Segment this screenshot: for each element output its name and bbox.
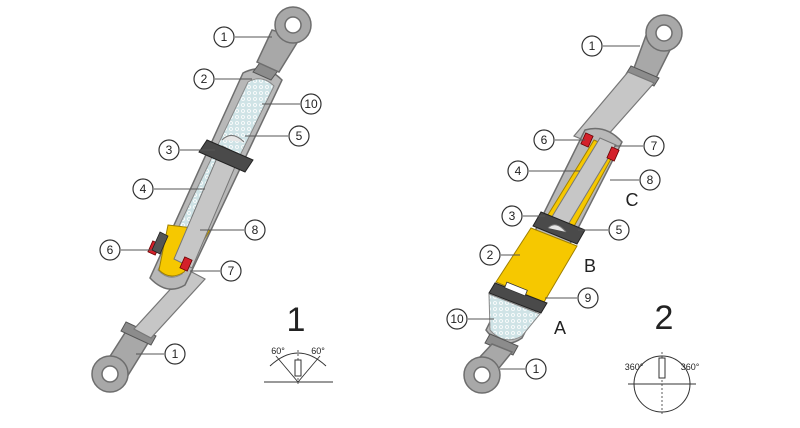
svg-text:4: 4 bbox=[140, 182, 147, 196]
svg-text:8: 8 bbox=[647, 173, 654, 187]
svg-text:7: 7 bbox=[228, 264, 235, 278]
callout-2-2: 2 bbox=[479, 244, 501, 266]
callout-4: 4 bbox=[132, 178, 154, 200]
figure-2-callouts: 1 6 7 4 8 C 3 5 2 B 9 10 A 1 bbox=[446, 35, 665, 380]
callout-2: 2 bbox=[193, 68, 215, 90]
figure-2-number: 2 bbox=[655, 299, 674, 337]
angle-360-right-label: 360° bbox=[681, 362, 700, 372]
svg-text:8: 8 bbox=[252, 223, 259, 237]
callout-2-3: 3 bbox=[501, 205, 523, 227]
callout-1-bottom: 1 bbox=[164, 343, 186, 365]
svg-text:6: 6 bbox=[107, 243, 114, 257]
svg-text:5: 5 bbox=[296, 129, 303, 143]
svg-text:6: 6 bbox=[541, 133, 548, 147]
callout-2-8: 8 bbox=[639, 169, 661, 191]
callout-2-4: 4 bbox=[507, 160, 529, 182]
callout-6: 6 bbox=[99, 239, 121, 261]
svg-text:5: 5 bbox=[616, 223, 623, 237]
svg-text:4: 4 bbox=[515, 164, 522, 178]
callout-7: 7 bbox=[220, 260, 242, 282]
mounting-angle-60-icon: 60° 60° bbox=[264, 346, 333, 384]
callout-2-9: 9 bbox=[577, 287, 599, 309]
zone-a-label: A bbox=[554, 318, 566, 338]
svg-text:1: 1 bbox=[533, 362, 540, 376]
angle-right-label: 60° bbox=[311, 346, 325, 356]
zone-c-label: C bbox=[626, 190, 639, 210]
mounting-angle-360-icon: 360° 360° bbox=[625, 352, 700, 416]
figure-1-spring bbox=[91, 6, 312, 393]
svg-text:2: 2 bbox=[487, 248, 494, 262]
figure-2-spring bbox=[463, 14, 683, 394]
bottom-eye-1 bbox=[91, 321, 157, 393]
svg-text:1: 1 bbox=[589, 39, 596, 53]
svg-text:10: 10 bbox=[450, 312, 464, 326]
svg-text:3: 3 bbox=[166, 143, 173, 157]
svg-text:10: 10 bbox=[304, 97, 318, 111]
figure-1-callouts: 1 2 10 5 3 4 8 6 7 1 bbox=[99, 26, 322, 365]
callout-3: 3 bbox=[158, 139, 180, 161]
svg-text:1: 1 bbox=[221, 30, 228, 44]
angle-left-label: 60° bbox=[271, 346, 285, 356]
callout-2-1-top: 1 bbox=[581, 35, 603, 57]
svg-text:7: 7 bbox=[651, 139, 658, 153]
svg-text:2: 2 bbox=[201, 72, 208, 86]
callout-2-7: 7 bbox=[643, 135, 665, 157]
cylinder-tube-2 bbox=[147, 68, 283, 290]
top-eye-1 bbox=[255, 6, 312, 73]
svg-text:3: 3 bbox=[509, 209, 516, 223]
zone-b-label: B bbox=[584, 256, 596, 276]
piston-rod-lower bbox=[133, 269, 206, 339]
callout-5: 5 bbox=[288, 125, 310, 147]
callout-1-top: 1 bbox=[213, 26, 235, 48]
callout-2-10: 10 bbox=[446, 308, 468, 330]
figure-1-number: 1 bbox=[287, 301, 306, 339]
cylinder-tube-2b bbox=[485, 127, 623, 345]
callout-8: 8 bbox=[244, 219, 266, 241]
angle-360-left-label: 360° bbox=[625, 362, 644, 372]
bottom-eye-2 bbox=[463, 333, 519, 394]
callout-2-5: 5 bbox=[608, 219, 630, 241]
callout-2-6: 6 bbox=[533, 129, 555, 151]
callout-2-1-bottom: 1 bbox=[525, 358, 547, 380]
callout-10: 10 bbox=[300, 93, 322, 115]
svg-text:9: 9 bbox=[585, 291, 592, 305]
top-eye-2 bbox=[625, 14, 683, 87]
svg-text:1: 1 bbox=[172, 347, 179, 361]
